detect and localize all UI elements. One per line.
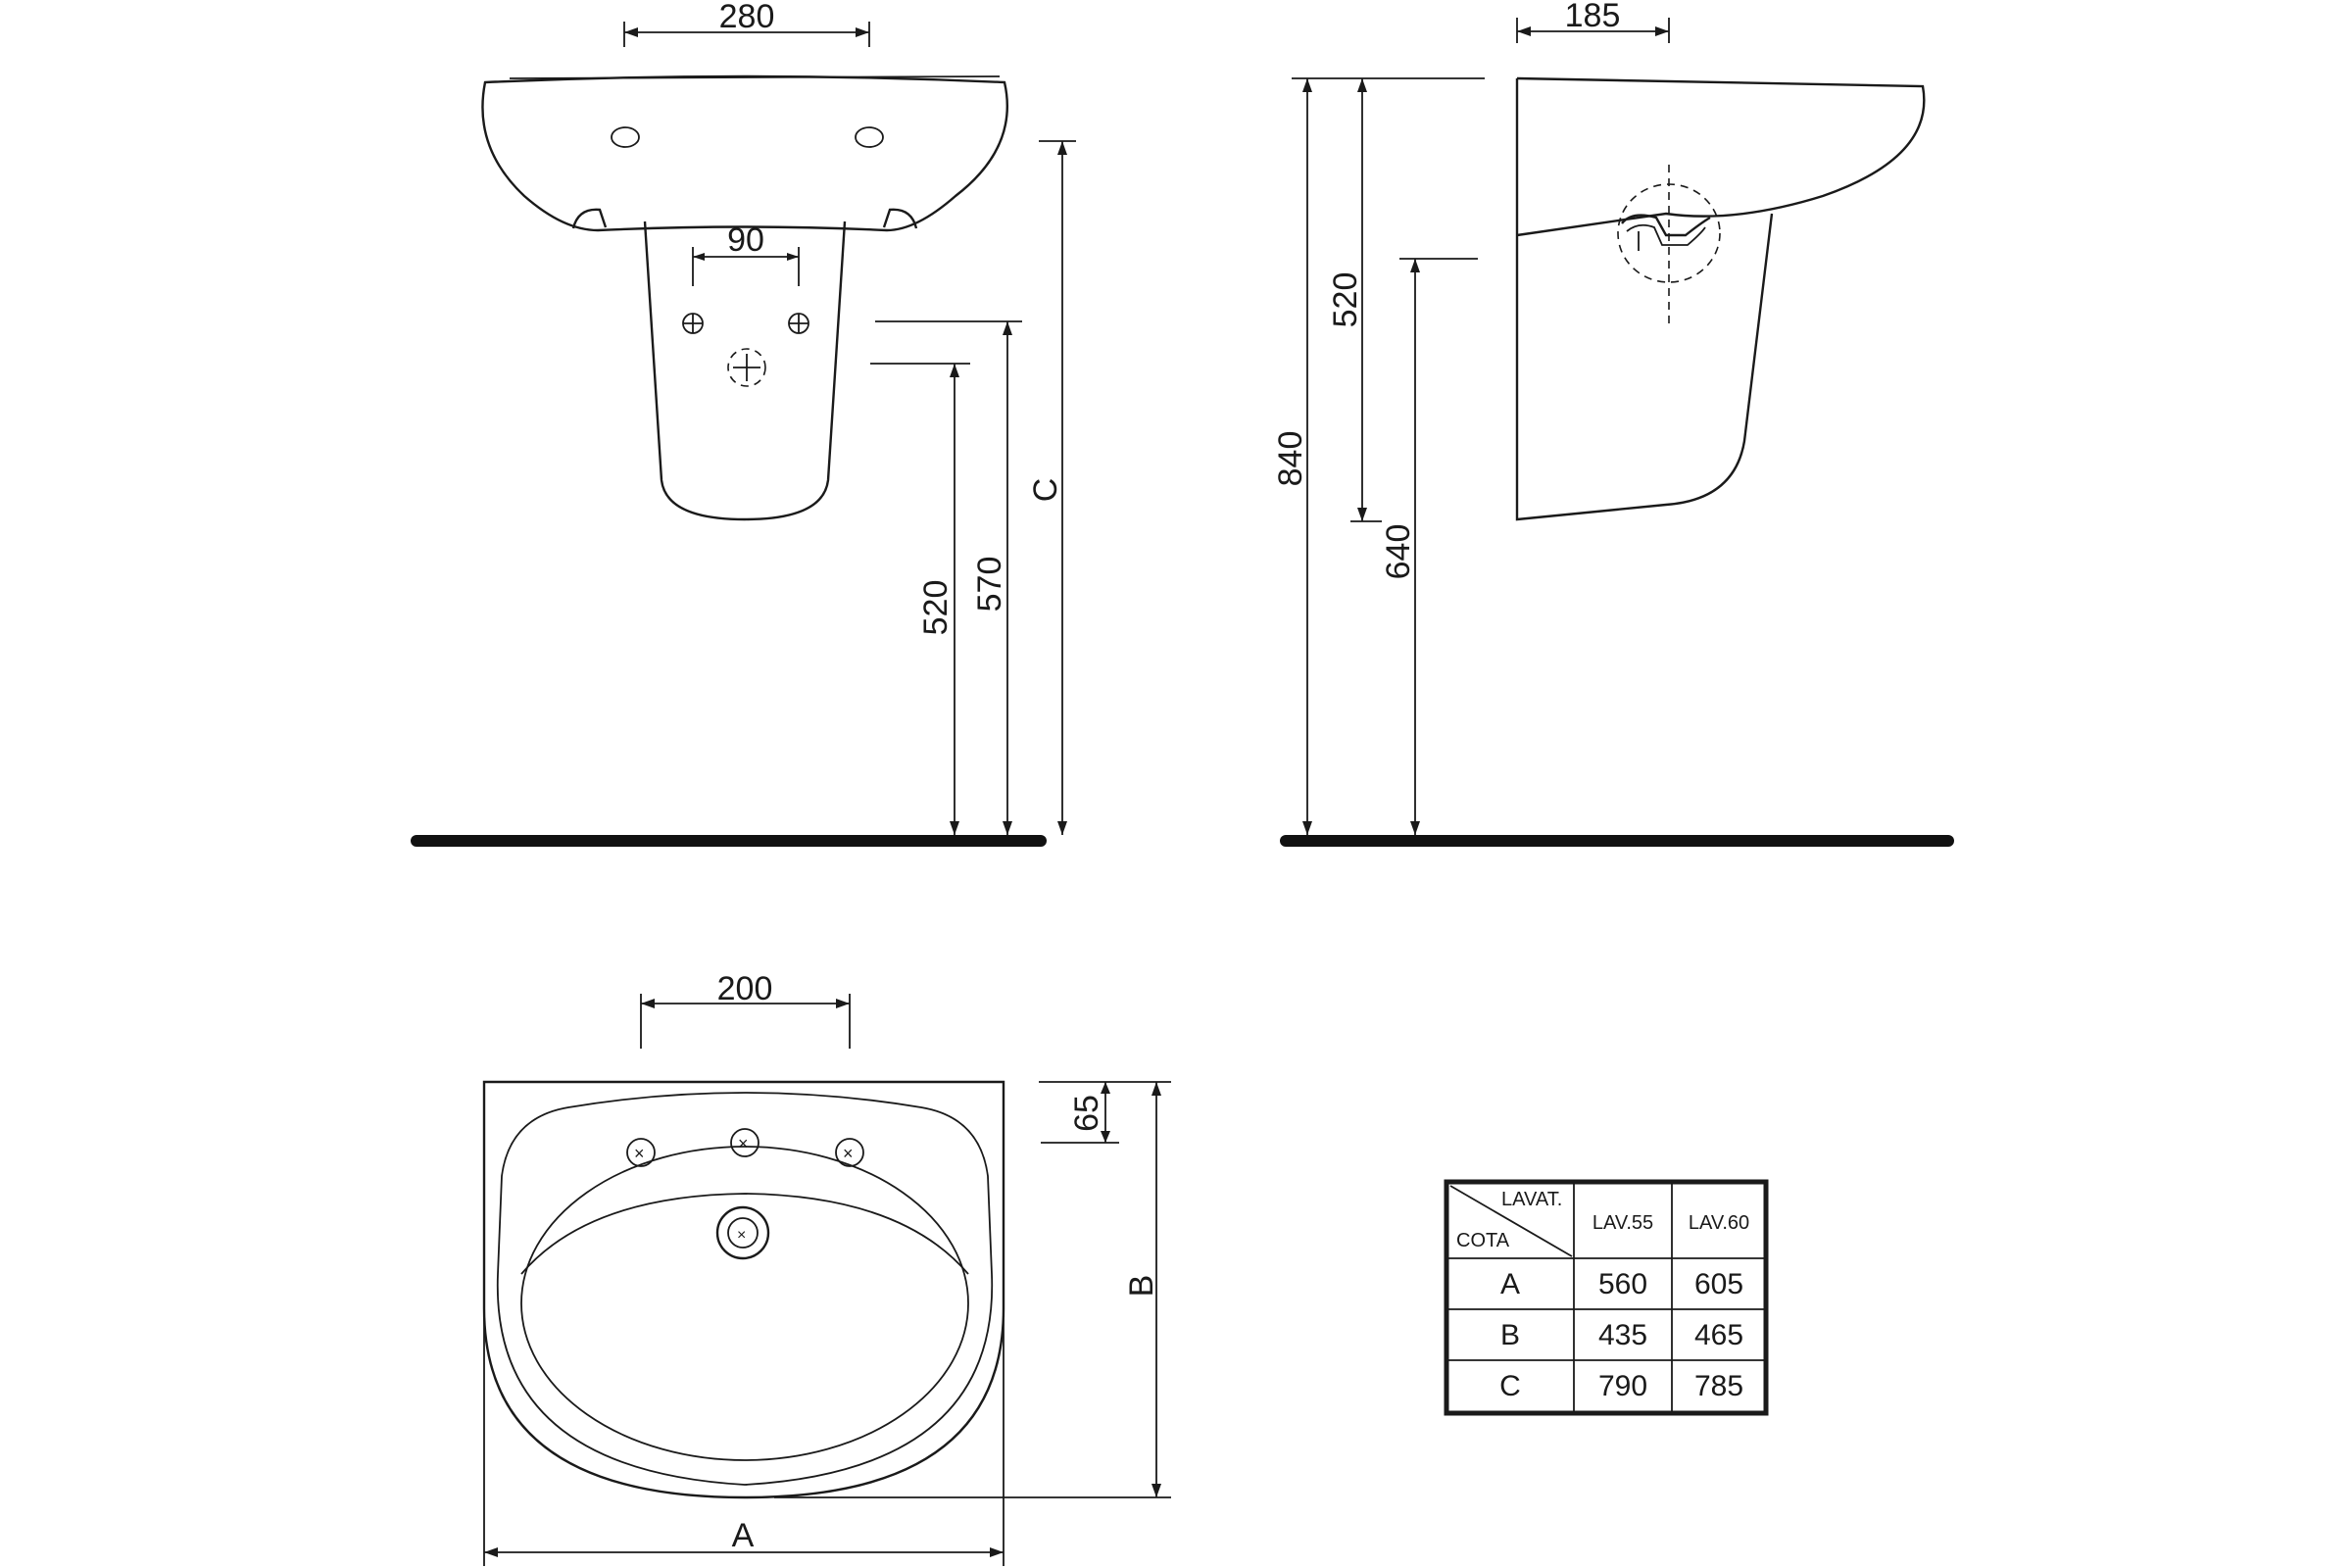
dimension-table: LAVAT. COTA LAV.55 LAV.60 A 560 605 B 43… <box>1444 1179 1769 1416</box>
top-tap-hole-right: × <box>835 1138 864 1167</box>
front-dim-c: C <box>1027 141 1067 835</box>
table-row-c-cota: C <box>1499 1370 1521 1402</box>
table-row-b-cota: B <box>1500 1319 1520 1351</box>
top-dim-a-label: A <box>732 1517 755 1554</box>
side-dim-640: 640 <box>1380 259 1420 835</box>
top-basin-outer <box>482 1307 1005 1499</box>
top-bowl <box>520 1146 969 1461</box>
svg-text:×: × <box>843 1144 854 1163</box>
side-dim-640-label: 640 <box>1380 524 1417 580</box>
front-foot-right <box>882 208 918 229</box>
table-row-a-lav55: 560 <box>1598 1268 1647 1300</box>
top-dim-200-label: 200 <box>717 970 773 1007</box>
front-drain-hole <box>727 348 766 387</box>
side-dim-185: 185 <box>1516 0 1670 43</box>
top-dim-a: A <box>484 1517 1004 1557</box>
front-basin-outline <box>481 74 1008 232</box>
top-tap-hole-center: × <box>730 1128 760 1157</box>
front-fixing-hole-left <box>682 313 704 334</box>
side-dim-840: 840 <box>1272 78 1312 835</box>
table-col-lav60: LAV.60 <box>1689 1212 1749 1234</box>
front-dim-520-label: 520 <box>917 580 955 636</box>
table-row-a-cota: A <box>1500 1268 1520 1300</box>
top-tap-hole-left: × <box>626 1138 656 1167</box>
front-dim-280-label: 280 <box>719 0 775 35</box>
top-dim-b-label: B <box>1123 1275 1160 1298</box>
front-pedestal <box>643 220 847 521</box>
top-drain-inner <box>727 1217 759 1249</box>
top-basin-inner-rim <box>496 1092 994 1486</box>
table-header-cota: COTA <box>1456 1230 1510 1251</box>
side-dim-520: 520 <box>1327 78 1367 521</box>
svg-text:×: × <box>737 1227 746 1244</box>
side-dim-840-label: 840 <box>1272 431 1309 487</box>
svg-text:×: × <box>738 1134 749 1153</box>
front-dim-c-label: C <box>1027 478 1064 503</box>
front-view: 280 90 520 570 C <box>411 0 1076 847</box>
side-view: 185 840 520 640 <box>1272 0 1954 847</box>
top-dim-200: 200 <box>640 970 851 1049</box>
side-trap <box>1621 214 1711 237</box>
front-dim-570-label: 570 <box>971 557 1008 612</box>
front-dim-280: 280 <box>623 0 870 47</box>
side-pedestal <box>1515 78 1774 521</box>
table-col-lav55: LAV.55 <box>1592 1212 1653 1234</box>
table-row-b-lav55: 435 <box>1598 1319 1647 1351</box>
front-dim-570: 570 <box>971 321 1012 835</box>
side-dim-520-label: 520 <box>1327 272 1364 328</box>
front-fixing-hole-right <box>788 313 809 334</box>
front-foot-left <box>571 208 608 229</box>
side-basin-outline <box>1516 76 1926 237</box>
table-row-b-lav60: 465 <box>1694 1319 1743 1351</box>
table-header-lavat: LAVAT. <box>1501 1189 1562 1210</box>
top-view: × × × × 200 65 <box>482 970 1171 1566</box>
front-basin-rim <box>509 75 1001 79</box>
table-row-a-lav60: 605 <box>1694 1268 1743 1300</box>
front-tap-hole-right <box>855 126 884 148</box>
front-dim-90: 90 <box>692 221 800 286</box>
top-dim-b: B <box>1123 1082 1161 1497</box>
side-dim-185-label: 185 <box>1565 0 1621 34</box>
svg-text:×: × <box>634 1144 645 1163</box>
front-tap-hole-left <box>611 126 640 148</box>
top-wall-outline <box>482 1080 1005 1308</box>
front-dim-520: 520 <box>917 364 959 835</box>
top-drain-outer <box>715 1205 770 1260</box>
top-dim-65: 65 <box>1068 1082 1110 1143</box>
table-row-c-lav60: 785 <box>1694 1370 1743 1402</box>
top-dim-65-label: 65 <box>1068 1095 1105 1132</box>
table-row-c-lav55: 790 <box>1598 1370 1647 1402</box>
front-dim-90-label: 90 <box>727 221 764 259</box>
